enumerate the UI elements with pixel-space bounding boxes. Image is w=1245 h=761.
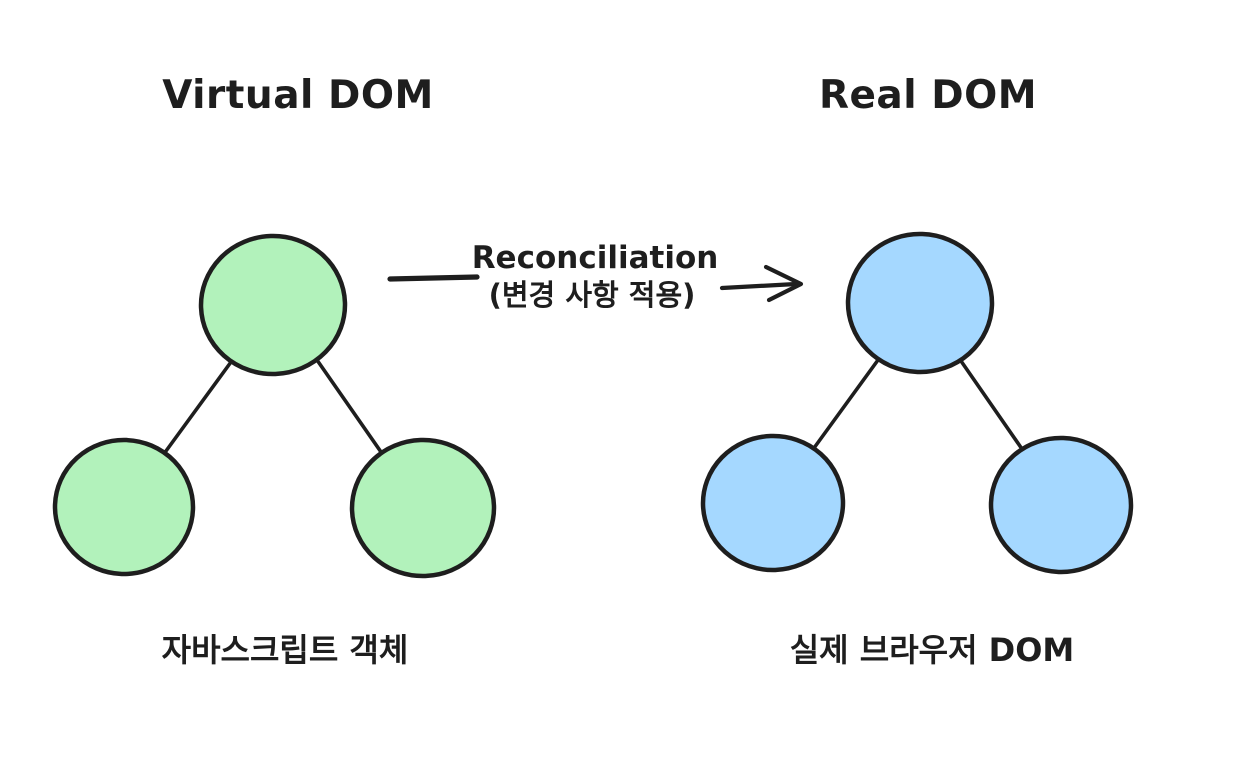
virtual-dom-title: Virtual DOM <box>162 73 434 118</box>
real-dom-title: Real DOM <box>819 73 1037 118</box>
reconciliation-arrow: Reconciliation (변경 사항 적용) <box>387 240 804 312</box>
virtual-edge-root-to-right-child <box>315 358 383 454</box>
virtual-dom-root-node <box>198 233 348 377</box>
real-dom-left-child-node <box>700 433 846 573</box>
real-dom-root-node <box>845 231 995 375</box>
real-edge-root-to-left-child <box>812 358 880 450</box>
arrow-shaft-right-segment <box>719 281 799 291</box>
reconciliation-sublabel-korean: (변경 사항 적용) <box>489 278 696 312</box>
arrow-head-icon <box>763 264 804 303</box>
real-dom-caption: 실제 브라우저 DOM <box>790 631 1075 669</box>
reconciliation-label: Reconciliation <box>472 240 719 276</box>
real-dom-tree <box>700 231 1134 575</box>
real-edge-root-to-right-child <box>959 359 1024 451</box>
arrow-left-segment <box>387 274 480 282</box>
virtual-dom-right-child-node <box>349 437 497 579</box>
virtual-edge-root-to-left-child <box>164 360 233 453</box>
real-dom-right-child-node <box>988 435 1134 575</box>
virtual-dom-tree <box>52 233 497 579</box>
virtual-dom-caption: 자바스크립트 객체 <box>162 631 409 669</box>
virtual-dom-left-child-node <box>52 437 196 577</box>
